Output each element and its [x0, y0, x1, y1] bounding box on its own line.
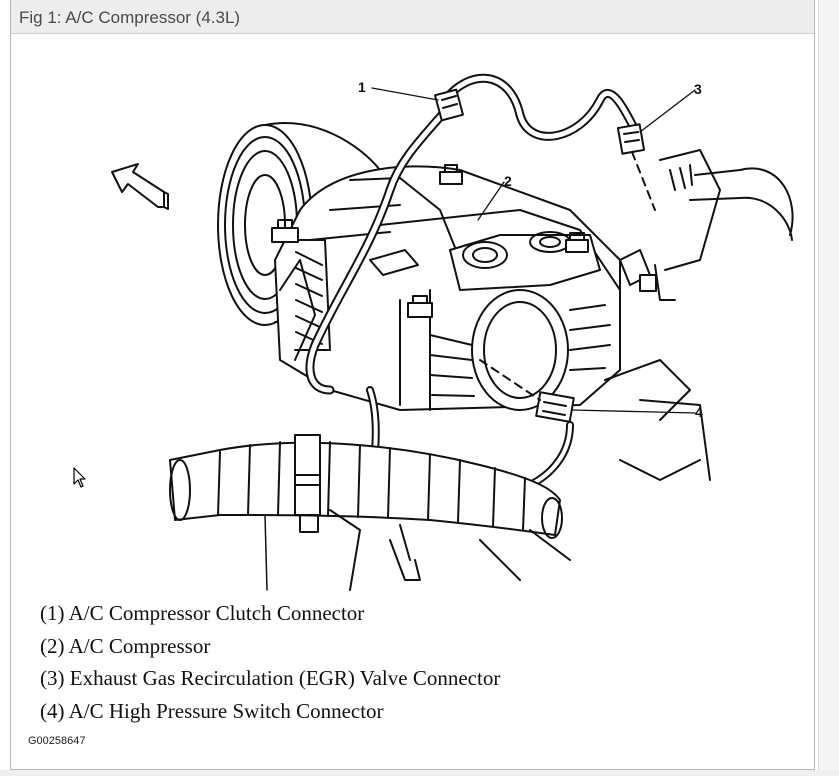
legend-item-2: (2) A/C Compressor	[40, 633, 211, 658]
mouse-pointer-icon	[73, 467, 86, 488]
callout-leaders	[371, 87, 696, 414]
legend-item-3: (3) Exhaust Gas Recirculation (EGR) Valv…	[40, 666, 501, 690]
lower-hose	[169, 434, 563, 591]
connector-3	[616, 123, 656, 211]
legend-item-1: (1) A/C Compressor Clutch Connector	[40, 601, 365, 625]
figure-id: G00258647	[28, 735, 86, 747]
window-bottom-edge	[0, 770, 839, 776]
window-edge	[818, 0, 839, 776]
connector-1	[434, 88, 464, 122]
compressor-diagram: 1 2 3 4	[111, 73, 794, 591]
window-title: Fig 1: A/C Compressor (4.3L)	[19, 8, 241, 27]
legend-item-4: (4) A/C High Pressure Switch Connector	[40, 698, 384, 723]
callout-3: 3	[694, 81, 702, 97]
callout-1: 1	[358, 79, 366, 95]
compressor-body	[274, 165, 621, 411]
callout-4: 4	[695, 404, 703, 420]
front-arrow-icon	[111, 163, 169, 210]
callout-2: 2	[504, 173, 512, 189]
mounting-bolts	[271, 164, 589, 318]
lower-bracket	[329, 509, 571, 591]
wiring-harness	[305, 73, 640, 494]
parts-legend: (1) A/C Compressor Clutch Connector (2) …	[40, 597, 500, 727]
compressor-head	[429, 231, 611, 411]
title-bar: Fig 1: A/C Compressor (4.3L)	[11, 0, 814, 34]
egr-area	[604, 149, 794, 481]
